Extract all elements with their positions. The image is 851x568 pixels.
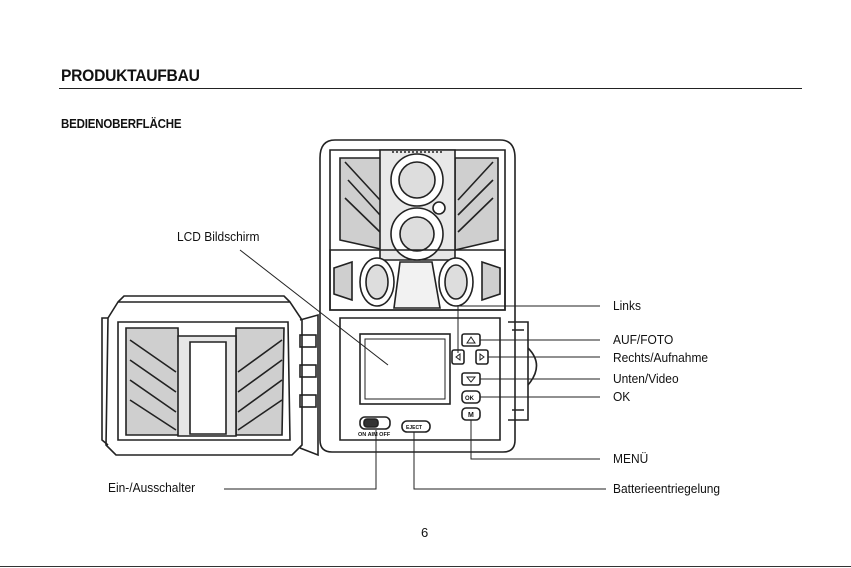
label-ok: OK (613, 389, 630, 404)
label-right-record: Rechts/Aufnahme (613, 350, 708, 365)
ok-button-marking: OK (465, 396, 475, 402)
camera-body-illustration (320, 140, 537, 452)
page-number: 6 (421, 525, 428, 540)
label-power-switch: Ein-/Ausschalter (108, 480, 195, 495)
label-down-video: Unten/Video (613, 371, 679, 386)
label-battery-release: Batterieentriegelung (613, 481, 720, 496)
footer-divider (0, 566, 851, 567)
label-lcd-screen: LCD Bildschirm (177, 229, 259, 244)
menu-button-marking: M (468, 412, 474, 419)
camera-door-illustration (102, 296, 318, 455)
switch-marking: ON AIM OFF (358, 432, 391, 438)
label-menu: MENÜ (613, 451, 648, 466)
label-up-photo: AUF/FOTO (613, 332, 673, 347)
eject-marking: EJECT (406, 425, 422, 431)
label-left: Links (613, 298, 641, 313)
